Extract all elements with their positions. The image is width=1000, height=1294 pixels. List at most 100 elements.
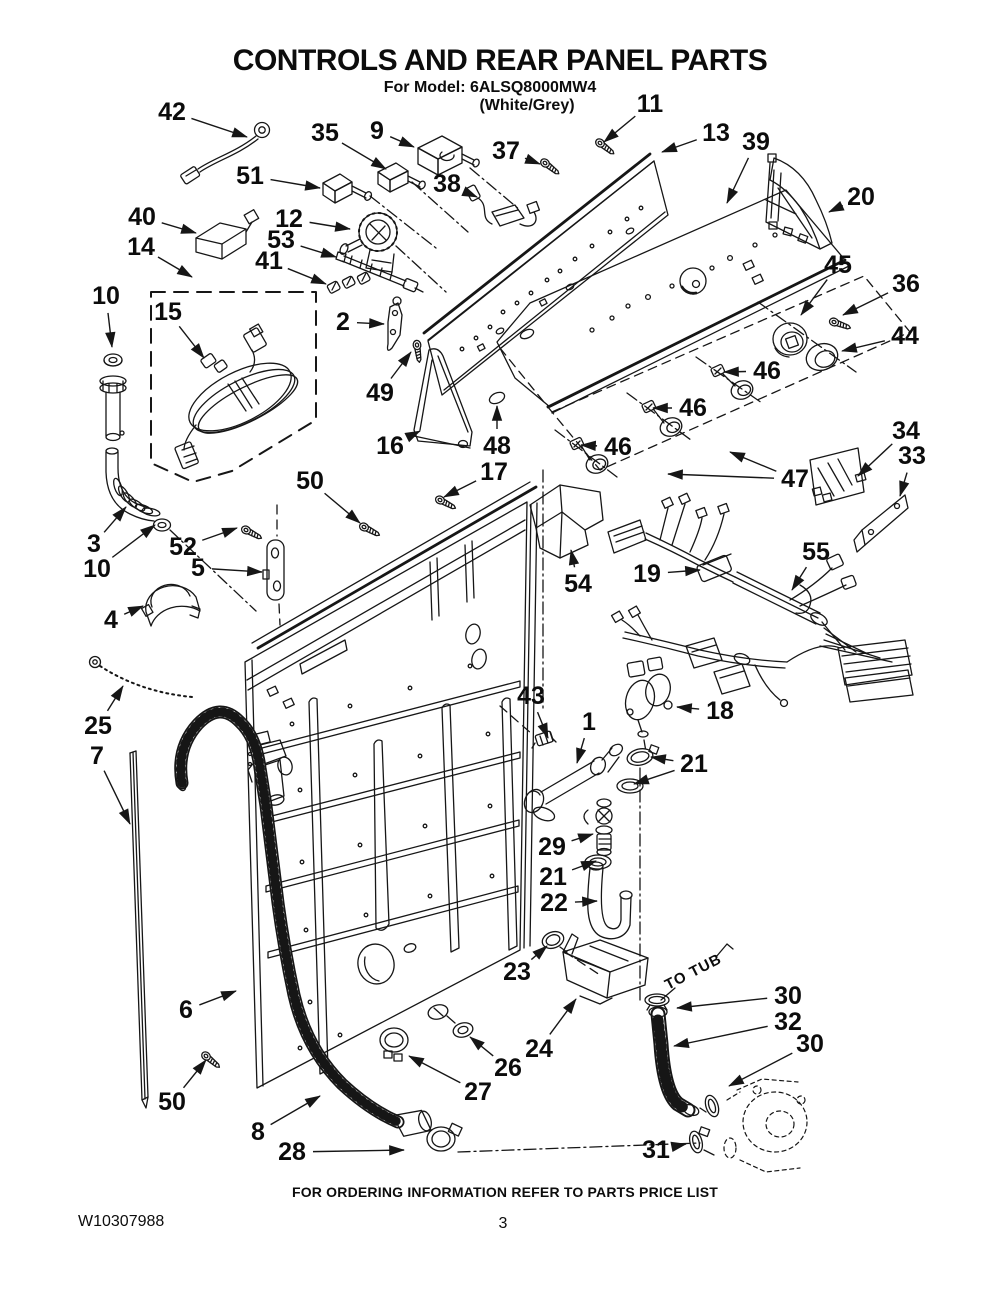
callout-47: 47 — [667, 452, 809, 493]
svg-text:50: 50 — [296, 467, 324, 495]
svg-text:26: 26 — [494, 1054, 522, 1082]
callout-16: 16 — [376, 431, 421, 460]
part-46-knob — [696, 357, 762, 403]
part-7-trim-strip — [130, 751, 148, 1108]
part-38-wire-switch — [465, 184, 539, 226]
callout-3: 3 — [87, 506, 127, 558]
callout-34: 34 — [857, 417, 920, 477]
callout-48: 48 — [483, 405, 511, 460]
svg-text:3: 3 — [87, 530, 101, 558]
callout-10: 10 — [83, 524, 156, 583]
svg-text:34: 34 — [892, 417, 920, 445]
part-2-bracket — [388, 297, 403, 350]
callout-29: 29 — [538, 833, 594, 861]
color-line: (White/Grey) — [479, 97, 574, 114]
part-55-harness — [612, 606, 913, 706]
svg-text:44: 44 — [891, 322, 919, 350]
callout-46: 46 — [580, 433, 632, 461]
svg-text:33: 33 — [898, 442, 926, 470]
part-42-wire — [180, 123, 269, 185]
part-19-harness — [608, 493, 857, 628]
svg-text:32: 32 — [774, 1008, 802, 1036]
part-45-knob-base — [773, 323, 807, 357]
part-34-board — [810, 448, 866, 505]
page-title: CONTROLS AND REAR PANEL PARTS — [233, 44, 767, 77]
svg-text:22: 22 — [540, 889, 568, 917]
callout-22: 22 — [540, 889, 598, 917]
callout-25: 25 — [84, 685, 123, 740]
callout-5: 5 — [191, 554, 263, 582]
callout-40: 40 — [128, 203, 197, 234]
part-1-inlet-hose — [521, 742, 625, 824]
callout-46: 46 — [652, 394, 707, 422]
part-22-drain-u-hose — [588, 862, 632, 939]
callout-9: 9 — [370, 117, 415, 147]
callout-36: 36 — [842, 270, 920, 315]
svg-text:39: 39 — [742, 128, 770, 156]
svg-text:17: 17 — [480, 458, 508, 486]
diagram-artwork — [90, 123, 914, 1173]
part-23-clamp — [540, 929, 600, 975]
svg-text:21: 21 — [539, 863, 567, 891]
callout-39: 39 — [727, 128, 770, 204]
screw-icon — [594, 137, 616, 157]
part-44-knob — [803, 339, 842, 374]
hardware-layer — [200, 137, 852, 1070]
svg-text:30: 30 — [796, 1030, 824, 1058]
svg-text:42: 42 — [158, 98, 186, 126]
svg-text:35: 35 — [311, 119, 339, 147]
callout-46: 46 — [723, 357, 781, 385]
callout-14: 14 — [127, 233, 193, 277]
screw-icon — [240, 524, 263, 541]
svg-text:6: 6 — [179, 996, 193, 1024]
svg-text:50: 50 — [158, 1088, 186, 1116]
part-46-knob — [627, 393, 691, 440]
svg-text:29: 29 — [538, 833, 566, 861]
svg-text:15: 15 — [154, 298, 182, 326]
part-51-switch — [323, 174, 373, 203]
callout-4: 4 — [104, 606, 144, 634]
doc-number: W10307988 — [78, 1213, 164, 1230]
part-26-plugs — [427, 1003, 475, 1040]
svg-text:31: 31 — [642, 1136, 670, 1164]
page-number: 3 — [499, 1215, 508, 1232]
svg-text:55: 55 — [802, 538, 830, 566]
svg-text:40: 40 — [128, 203, 156, 231]
svg-text:37: 37 — [492, 137, 520, 165]
callout-33: 33 — [898, 442, 926, 497]
svg-text:10: 10 — [83, 555, 111, 583]
svg-text:10: 10 — [92, 282, 120, 310]
part-25-chain — [90, 657, 193, 698]
callout-26: 26 — [469, 1036, 522, 1082]
part-24-bracket — [563, 934, 648, 1004]
callout-42: 42 — [158, 98, 248, 137]
svg-text:18: 18 — [706, 697, 734, 725]
model-line: For Model: 6ALSQ8000MW4 — [384, 79, 597, 96]
callout-50: 50 — [296, 467, 361, 524]
svg-text:27: 27 — [464, 1078, 492, 1106]
svg-text:14: 14 — [127, 233, 155, 261]
part-54-shield — [530, 485, 603, 558]
to-tub-label: TO TUB — [662, 950, 725, 993]
callout-44: 44 — [841, 322, 919, 353]
svg-text:47: 47 — [781, 465, 809, 493]
svg-text:36: 36 — [892, 270, 920, 298]
svg-text:8: 8 — [251, 1118, 265, 1146]
svg-text:9: 9 — [370, 117, 384, 145]
part-14-cord-box — [151, 292, 316, 482]
part-8-drain-hose — [174, 712, 433, 1140]
callout-6: 6 — [179, 991, 237, 1024]
callout-17: 17 — [443, 458, 508, 497]
svg-text:45: 45 — [824, 251, 852, 279]
part-16-console-support — [414, 349, 472, 448]
part-5-bracket — [263, 505, 284, 625]
svg-text:46: 46 — [753, 357, 781, 385]
part-20-end-cap — [766, 154, 832, 249]
callout-8: 8 — [251, 1096, 321, 1146]
svg-text:38: 38 — [433, 170, 461, 198]
part-30-clamp-lower — [700, 1094, 721, 1119]
callout-54: 54 — [564, 549, 592, 598]
part-47-dashed-outline — [500, 276, 910, 470]
